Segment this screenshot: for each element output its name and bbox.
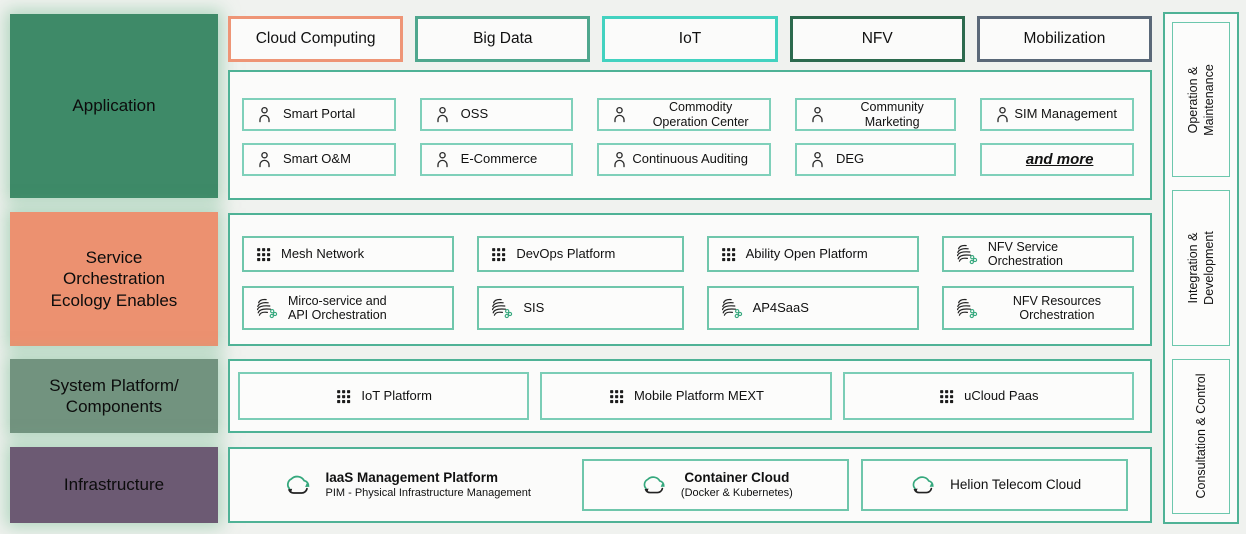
plat-item-iot-platform: IoT Platform: [238, 372, 530, 420]
layer-label-text: Service: [85, 248, 143, 268]
panel-consultation-control: Consultation & Control: [1172, 358, 1230, 514]
infra-item-subtitle: PIM - Physical Infrastructure Management: [325, 486, 531, 499]
category-label: Big Data: [473, 30, 533, 47]
layer-label-infrastructure: Infrastructure: [10, 447, 218, 523]
category-mobilization: Mobilization: [976, 16, 1153, 62]
person-icon: [614, 151, 626, 168]
app-item-e-commerce: E-Commerce: [419, 143, 574, 176]
grid-icon: [721, 247, 735, 261]
layer-label-text: Infrastructure: [63, 475, 165, 495]
person-icon: [812, 151, 823, 168]
category-label: IoT: [678, 30, 702, 47]
layer-label-text: System Platform/: [49, 375, 179, 395]
cloud-sync-icon: [912, 475, 935, 493]
plat-item-mobile-platform-mext: Mobile Platform MEXT: [540, 372, 832, 420]
app-item-and-more: and more: [980, 143, 1134, 176]
category-row: Cloud Computing Big Data IoT NFV Mobiliz…: [228, 16, 1153, 62]
infra-item-container-cloud: Container Cloud (Docker & Kubernetes): [582, 459, 850, 511]
service-orchestration-section: Mesh Network DevOps Platform Ability Ope…: [228, 213, 1152, 346]
system-platform-section: IoT Platform Mobile Platform MEXT uCloud…: [228, 359, 1152, 433]
wave-icon: [256, 298, 278, 319]
cloud-sync-icon: [643, 475, 666, 493]
category-cloud-computing: Cloud Computing: [228, 16, 404, 62]
app-item-continuous-auditing: Continuous Auditing: [597, 143, 771, 176]
category-label: Mobilization: [1023, 30, 1106, 47]
svc-item-devops-platform: DevOps Platform: [477, 236, 684, 272]
layer-label-text: Orchestration: [62, 269, 166, 289]
layer-label-text: Application: [72, 96, 156, 116]
grid-icon: [610, 389, 624, 403]
app-item-sim-management: SIM Management: [980, 98, 1134, 131]
panel-operation-maintenance: Operation &Maintenance: [1172, 22, 1230, 178]
svc-item-mesh-network: Mesh Network: [242, 236, 455, 272]
wave-icon: [956, 298, 978, 319]
grid-icon: [940, 389, 954, 403]
plat-item-ucloud-paas: uCloud Paas: [842, 372, 1134, 420]
layer-label-system-platform: System Platform/ Components: [10, 359, 218, 433]
category-nfv: NFV: [789, 16, 965, 62]
category-iot: IoT: [602, 16, 778, 62]
infra-item-iaas-management: IaaS Management Platform PIM - Physical …: [242, 470, 570, 499]
lifecycle-column: Operation &Maintenance Integration &Deve…: [1163, 12, 1239, 524]
panel-integration-development: Integration &Development: [1172, 190, 1230, 346]
infra-item-title: Helion Telecom Cloud: [950, 476, 1082, 492]
grid-icon: [257, 247, 271, 261]
svc-item-ap4saas: AP4SaaS: [706, 286, 919, 330]
person-icon: [436, 106, 448, 123]
infrastructure-section: IaaS Management Platform PIM - Physical …: [228, 447, 1152, 523]
app-item-oss: OSS: [419, 98, 574, 131]
infra-item-title: Container Cloud: [684, 470, 790, 486]
layer-label-text: Components: [65, 397, 163, 416]
person-icon: [436, 151, 448, 168]
svc-item-sis: SIS: [477, 286, 684, 330]
svc-item-ability-open-platform: Ability Open Platform: [706, 236, 919, 272]
grid-icon: [492, 247, 506, 261]
layer-label-text: Ecology Enables: [50, 290, 178, 310]
cloud-sync-icon: [286, 475, 310, 494]
infra-item-title: IaaS Management Platform: [325, 470, 499, 486]
category-big-data: Big Data: [415, 16, 591, 62]
infra-item-helion-telecom-cloud: Helion Telecom Cloud: [861, 459, 1128, 511]
category-label: Cloud Computing: [255, 30, 376, 47]
person-icon: [259, 151, 270, 168]
grid-icon: [337, 389, 351, 403]
wave-icon: [956, 244, 978, 265]
layer-label-application: Application: [10, 14, 218, 198]
person-icon: [259, 106, 270, 123]
person-icon: [997, 106, 1009, 123]
person-icon: [614, 106, 626, 123]
layer-label-service-orchestration: Service Orchestration Ecology Enables: [10, 212, 218, 346]
person-icon: [812, 106, 823, 123]
app-item-smart-portal: Smart Portal: [242, 98, 396, 131]
app-item-deg: DEG: [794, 143, 957, 176]
category-label: NFV: [861, 30, 893, 47]
wave-icon: [721, 298, 742, 319]
wave-icon: [492, 298, 513, 319]
infra-item-subtitle: (Docker & Kubernetes): [680, 486, 793, 499]
app-item-smart-om: Smart O&M: [242, 143, 396, 176]
